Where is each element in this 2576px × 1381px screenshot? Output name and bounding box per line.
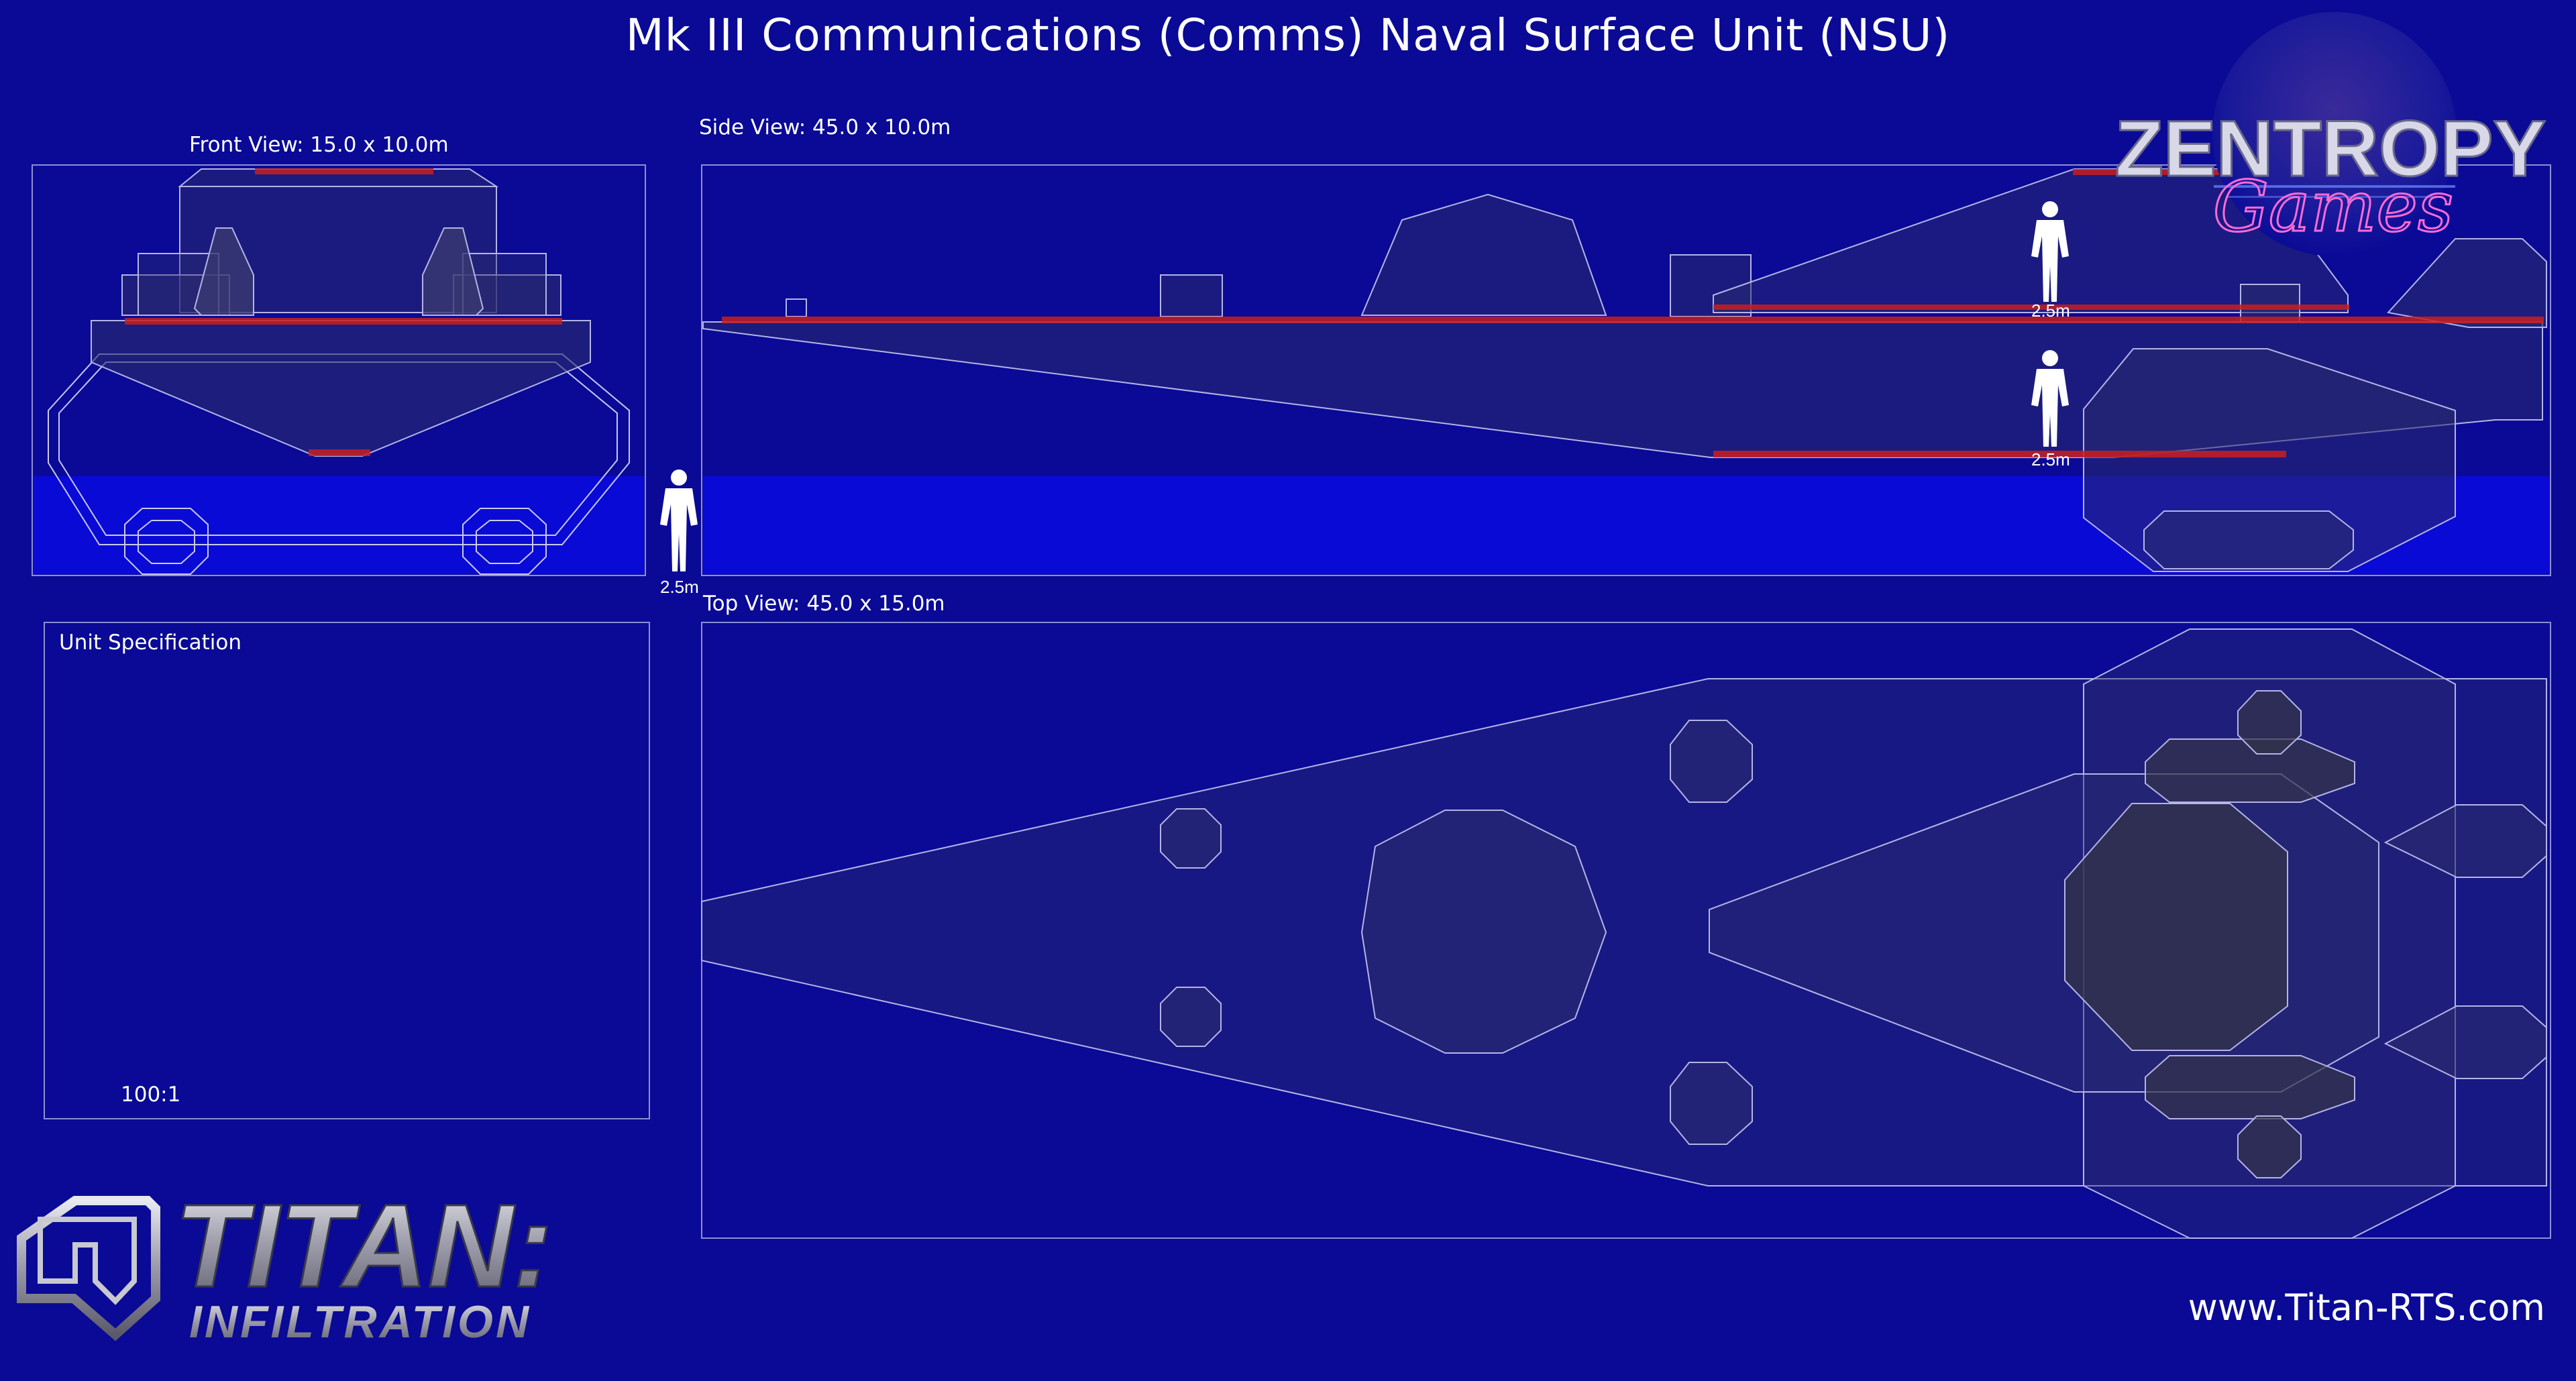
human-height-label: 2.5m <box>660 577 699 597</box>
human-scale-figure <box>660 469 698 571</box>
unit-specification-box <box>44 622 650 1119</box>
infiltration-wordmark: INFILTRATION <box>189 1296 531 1347</box>
front-view <box>32 164 646 576</box>
human-scale-figure-waterline <box>2031 350 2069 447</box>
human-height-label-deck: 2.5m <box>2031 300 2070 321</box>
website-link[interactable]: www.Titan-RTS.com <box>2188 1286 2545 1329</box>
top-view <box>701 622 2551 1239</box>
human-scale-figure-deck <box>2031 201 2069 302</box>
side-view-label: Side View: 45.0 x 10.0m <box>699 115 951 140</box>
scale-ratio: 100:1 <box>121 1083 181 1107</box>
top-view-label: Top View: 45.0 x 15.0m <box>703 592 945 616</box>
titan-wordmark: TITAN: <box>174 1180 553 1312</box>
human-height-label-waterline: 2.5m <box>2031 449 2070 469</box>
page-title: Mk III Communications (Comms) Naval Surf… <box>625 9 1951 61</box>
zentropy-games-logo: ZENTROPY Games <box>2114 12 2547 256</box>
front-view-label: Front View: 15.0 x 10.0m <box>189 133 449 157</box>
games-wordmark: Games <box>2213 166 2454 247</box>
titan-infiltration-logo: TITAN: INFILTRATION <box>17 1180 553 1347</box>
side-view <box>701 164 2551 576</box>
unit-specification-label: Unit Specification <box>59 630 241 655</box>
zentropy-wordmark: ZENTROPY <box>2115 105 2546 193</box>
front-water <box>34 476 644 574</box>
